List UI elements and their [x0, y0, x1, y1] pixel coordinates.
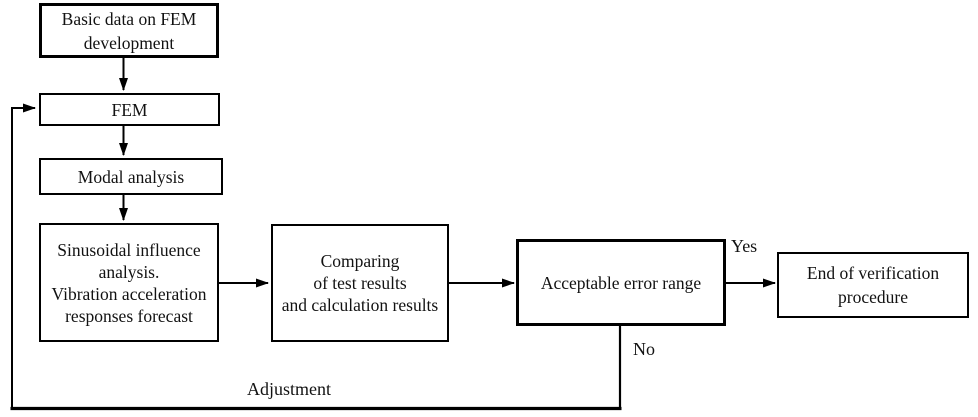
- box-sinusoidal-line: Sinusoidal influence: [57, 239, 201, 260]
- box-comparing-line: of test results: [313, 273, 407, 293]
- box-end-of-verification: End of verification procedure: [777, 252, 969, 318]
- box-acceptable-error-range: Acceptable error range: [516, 239, 726, 326]
- box-end-line: procedure: [838, 287, 908, 307]
- box-modal-analysis-label: Modal analysis: [77, 166, 185, 187]
- box-comparing-results: Comparing of test results and calculatio…: [271, 224, 449, 342]
- box-sinusoidal-line: responses forecast: [65, 305, 193, 326]
- box-comparing-line: Comparing: [320, 251, 400, 271]
- box-comparing-line: and calculation results: [281, 295, 439, 315]
- box-basic-data-line: development: [83, 32, 175, 53]
- box-basic-data: Basic data on FEM development: [39, 3, 219, 58]
- feedback-return-arrow: [11, 103, 36, 409]
- box-end-line: End of verification: [806, 263, 940, 283]
- box-sinusoidal-analysis: Sinusoidal influence analysis. Vibration…: [39, 223, 219, 342]
- edge-label-no: No: [633, 339, 655, 359]
- box-basic-data-line: Basic data on FEM: [61, 8, 197, 29]
- box-fem-label: FEM: [111, 99, 148, 120]
- box-sinusoidal-line: analysis.: [98, 261, 160, 282]
- box-sinusoidal-line: Vibration acceleration: [51, 283, 207, 304]
- edge-label-yes: Yes: [731, 236, 758, 256]
- box-acceptable-error-range-label: Acceptable error range: [540, 272, 702, 293]
- box-modal-analysis: Modal analysis: [39, 158, 223, 195]
- box-fem: FEM: [39, 93, 220, 126]
- edge-label-adjustment: Adjustment: [247, 379, 331, 399]
